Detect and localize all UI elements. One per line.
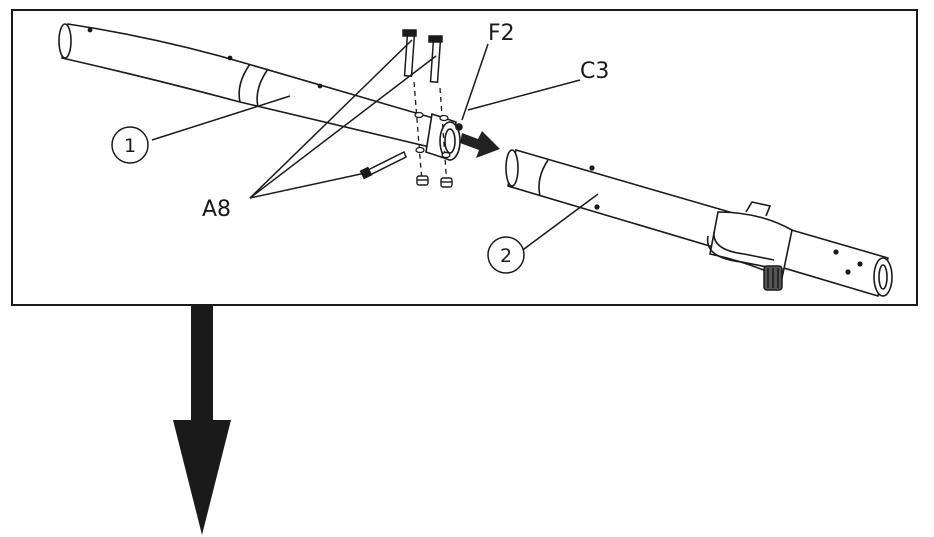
label-part-1: 1 — [124, 135, 136, 157]
label-f2: F2 — [488, 21, 515, 46]
tube-part-2 — [505, 148, 893, 298]
callout-circle-1 — [111, 126, 149, 164]
insertion-arrow-icon — [460, 131, 500, 158]
label-part-2: 2 — [500, 245, 512, 267]
next-step-arrow-icon — [173, 304, 231, 535]
label-a8: A8 — [202, 197, 231, 222]
washers — [414, 111, 451, 159]
callout-circle-2 — [487, 236, 525, 274]
tube-2-knob — [763, 265, 783, 291]
label-c3: C3 — [580, 59, 609, 84]
alignment-lines — [413, 81, 448, 187]
leader-lines — [151, 39, 599, 253]
callout-circles — [111, 126, 525, 274]
bolt-a8-vertical-2 — [428, 35, 443, 84]
tube-2-bracket — [706, 201, 793, 280]
clamp-collar — [425, 112, 463, 162]
nut-pair — [416, 175, 453, 188]
